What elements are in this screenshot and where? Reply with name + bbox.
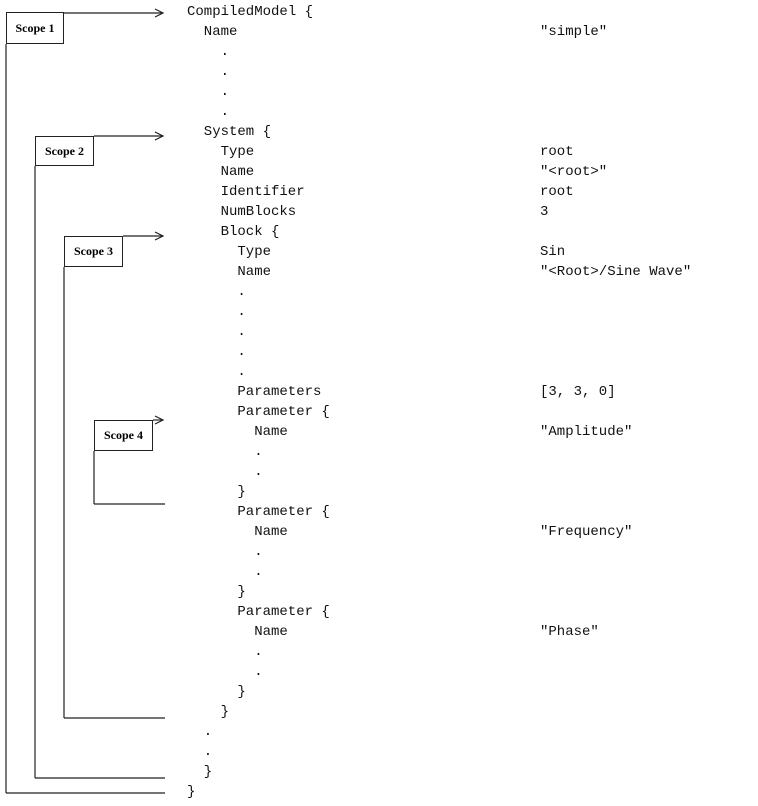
code-line-key: Name <box>203 24 238 40</box>
code-line-key: . <box>203 744 213 760</box>
code-line-value: "Amplitude" <box>540 424 633 440</box>
code-line-key: . <box>237 304 246 320</box>
scope-3-label: Scope 3 <box>64 236 123 267</box>
code-line-key: . <box>254 464 263 480</box>
code-line-key: System { <box>203 124 272 140</box>
scope-3-arrow-head <box>154 231 165 241</box>
code-line-key: Name <box>254 624 288 640</box>
code-line-key: } <box>187 784 196 800</box>
code-line-value: 3 <box>540 204 549 220</box>
code-line-key: Name <box>254 524 288 540</box>
code-line-key: NumBlocks <box>220 204 297 220</box>
code-line-key: Type <box>220 144 255 160</box>
code-line-value: [3, 3, 0] <box>540 384 616 400</box>
scope-4-label: Scope 4 <box>94 420 153 451</box>
scope-2-arrow-head <box>154 131 165 141</box>
scope-4-arrow-head <box>154 415 165 425</box>
code-line-key: . <box>254 444 263 460</box>
code-line-key: . <box>254 644 263 660</box>
code-line-value: "Phase" <box>540 624 599 640</box>
code-line-key: CompiledModel { <box>187 4 314 20</box>
code-line-key: Type <box>237 244 271 260</box>
code-line-key: . <box>254 664 263 680</box>
code-line-key: . <box>220 104 229 120</box>
code-line-key: Name <box>254 424 288 440</box>
code-line-key: . <box>237 344 246 360</box>
scope-2-label: Scope 2 <box>35 136 94 166</box>
code-line-value: Sin <box>540 244 566 260</box>
scope-1-arrow-head <box>154 8 165 18</box>
scope-1-label: Scope 1 <box>6 12 64 44</box>
code-line-value: "<root>" <box>540 164 608 180</box>
code-line-key: } <box>220 704 229 720</box>
code-line-key: Parameter { <box>237 404 330 420</box>
code-line-key: Parameter { <box>237 504 330 520</box>
code-line-key: } <box>203 764 213 780</box>
code-line-key: . <box>237 324 246 340</box>
code-line-key: . <box>220 44 229 60</box>
code-line-key: Parameters <box>237 384 322 400</box>
code-line-key: Block { <box>220 224 280 240</box>
code-line-key: . <box>254 544 263 560</box>
code-line-key: } <box>237 484 246 500</box>
code-line-value: "simple" <box>540 24 608 40</box>
code-line-value: root <box>540 144 574 160</box>
code-line-key: . <box>220 64 229 80</box>
code-line-key: . <box>254 564 263 580</box>
code-line-key: } <box>237 584 246 600</box>
code-line-key: . <box>237 284 246 300</box>
code-line-key: } <box>237 684 246 700</box>
code-line-value: "<Root>/Sine Wave" <box>540 264 692 280</box>
code-line-value: root <box>540 184 574 200</box>
code-line-key: . <box>220 84 229 100</box>
code-line-key: . <box>203 724 213 740</box>
code-line-value: "Frequency" <box>540 524 633 540</box>
code-line-key: Identifier <box>220 184 305 200</box>
code-line-key: Parameter { <box>237 604 330 620</box>
code-line-key: Name <box>220 164 255 180</box>
code-line-key: Name <box>237 264 271 280</box>
code-line-key: . <box>237 364 246 380</box>
